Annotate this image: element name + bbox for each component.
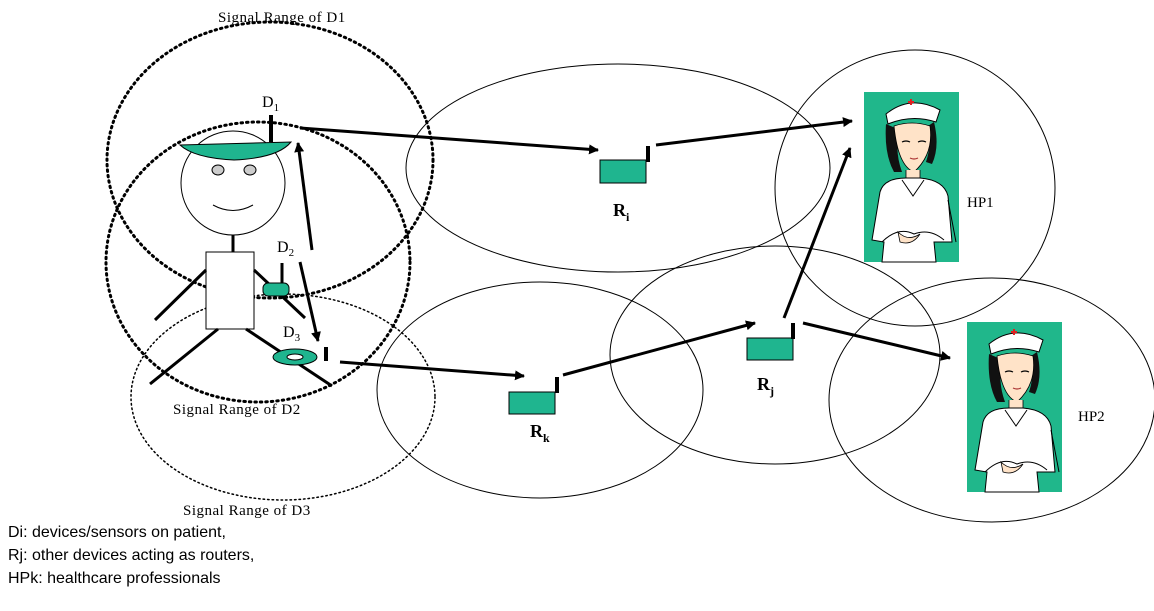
legend-item-routers: Rj: other devices acting as routers,	[8, 547, 255, 564]
legend-item-devices: Di: devices/sensors on patient,	[8, 524, 226, 541]
signal-range-d3-circle	[130, 293, 436, 501]
router-rk	[508, 377, 559, 415]
arrow-rj-to-hp1	[782, 147, 852, 319]
arrow-ri-to-hp1	[655, 117, 853, 147]
signal-range-d1-label: Signal Range of D1	[218, 10, 346, 26]
device-d2	[262, 263, 290, 297]
arrow-d2-to-d3	[298, 261, 321, 342]
router-ri-label: Ri	[613, 200, 630, 224]
arrow-d3-to-rk	[339, 360, 525, 381]
arrow-d1-to-ri	[299, 126, 599, 155]
device-d3	[272, 347, 328, 366]
legend-item-healthcare: HPk: healthcare professionals	[8, 570, 221, 587]
router-rk-label: Rk	[530, 421, 550, 445]
router-rj	[746, 323, 795, 361]
hp1-label: HP1	[967, 195, 994, 211]
device-d2-label: D2	[277, 239, 294, 259]
router-ri	[599, 146, 650, 184]
range-ellipse-rk	[376, 281, 704, 499]
router-rj-label: Rj	[757, 374, 774, 398]
arrow-rk-to-rj	[562, 320, 756, 377]
patient-figure	[149, 130, 333, 388]
nurse-icon-hp2	[966, 321, 1063, 493]
arrow-rj-to-hp2	[802, 321, 951, 361]
arrow-d2-to-d1	[294, 142, 314, 251]
hp2-label: HP2	[1078, 409, 1105, 425]
range-ellipse-hp2	[828, 277, 1154, 523]
signal-range-d3-label: Signal Range of D3	[183, 503, 311, 519]
signal-range-d2-label: Signal Range of D2	[173, 402, 301, 418]
device-d1-label: D1	[262, 94, 279, 114]
nurse-icon-hp1	[863, 91, 960, 263]
legend: Di: devices/sensors on patient, Rj: othe…	[8, 521, 254, 590]
device-d1	[178, 115, 293, 161]
range-ellipse-hp1	[774, 49, 1056, 327]
signal-range-d2-circle	[104, 120, 412, 404]
range-ellipse-ri	[405, 63, 831, 273]
signal-range-d1-circle	[105, 20, 435, 300]
device-d3-label: D3	[283, 324, 301, 344]
